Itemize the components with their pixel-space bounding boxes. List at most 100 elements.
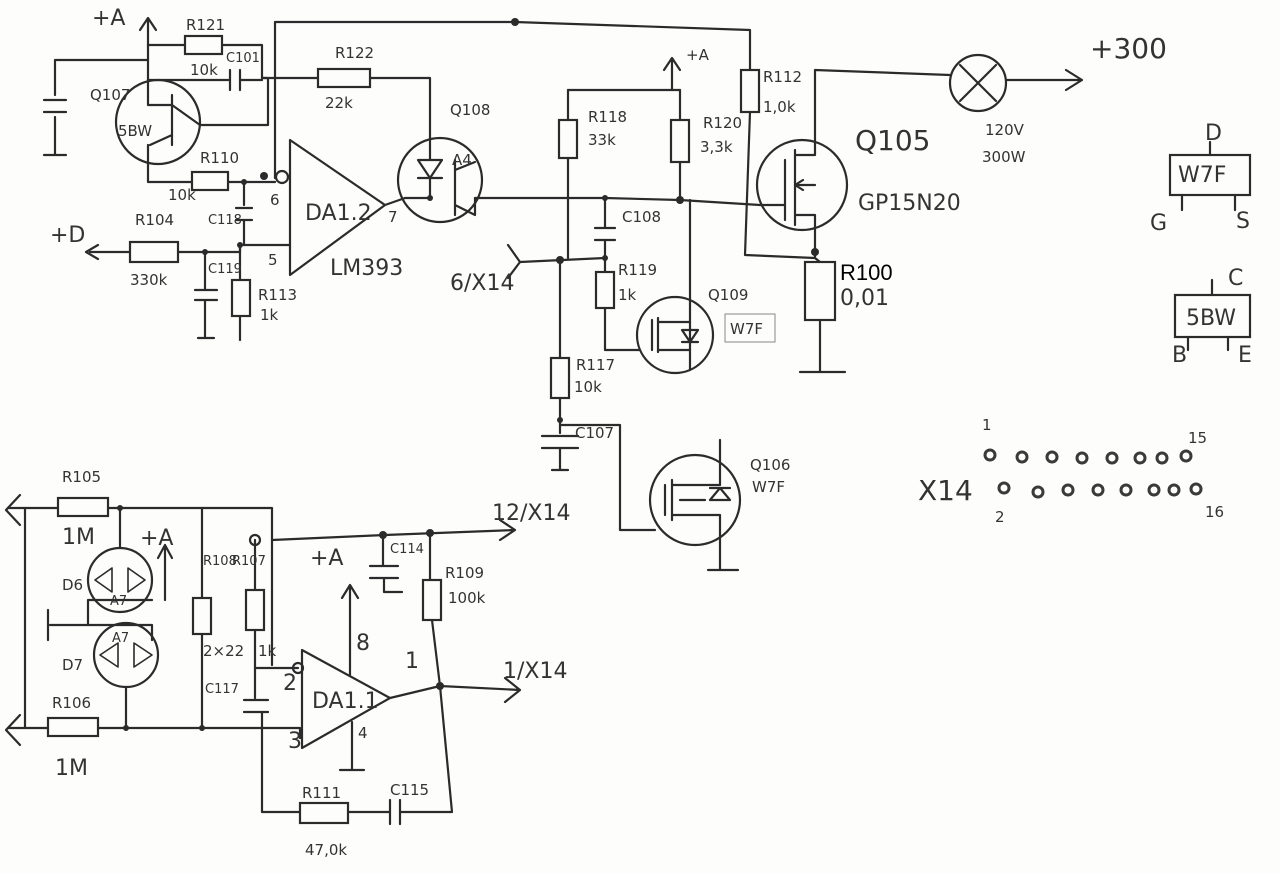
label-da12-type: LM393 (330, 256, 403, 281)
r110-resistor (190, 170, 230, 192)
label-plus-a-2: +A (686, 46, 710, 64)
label-r122-value: 22k (325, 94, 353, 112)
label-pin-6: 6 (270, 191, 280, 209)
label-q109: Q109 (708, 286, 748, 304)
label-q105-type: GP15N20 (858, 191, 961, 216)
da11-stage (4, 493, 522, 826)
q106-mosfet (648, 453, 742, 547)
label-q108: Q108 (450, 101, 490, 119)
r105-resistor (56, 496, 110, 518)
label-r121: R121 (186, 16, 225, 34)
label-r105-value: 1M (62, 525, 95, 550)
label-q107: Q107 (90, 86, 130, 104)
label-c118: C118 (208, 213, 242, 228)
label-x14-pin-1: 1/X14 (503, 659, 567, 684)
label-r110: R110 (200, 149, 239, 167)
q108-optocoupler (396, 136, 762, 224)
label-pkg-w7f: W7F (1178, 163, 1226, 188)
label-d6: D6 (62, 576, 83, 594)
label-r105: R105 (62, 468, 101, 486)
label-a7-bottom: A7 (112, 631, 129, 646)
label-x14: X14 (918, 474, 973, 507)
label-pkg-d: D (1205, 121, 1222, 146)
r121-resistor (183, 34, 224, 56)
label-da11: DA1.1 (312, 689, 379, 714)
label-r111: R111 (302, 784, 341, 802)
label-pkg-e: E (1238, 343, 1252, 368)
r113-resistor (230, 278, 252, 318)
label-q106: Q106 (750, 456, 790, 474)
label-r106: R106 (52, 694, 91, 712)
label-pin-1: 1 (405, 649, 419, 674)
r107-resistor (244, 588, 266, 632)
r109-resistor (421, 578, 443, 622)
q105-mosfet (755, 138, 849, 232)
label-r110-value: 10k (168, 186, 196, 204)
label-r108-value: 2×22 (203, 642, 244, 660)
label-r121-value: 10k (190, 61, 218, 79)
label-pkg-c: C (1228, 266, 1243, 291)
r104-resistor (128, 240, 180, 264)
label-c107: C107 (575, 424, 614, 442)
q107-transistor (114, 78, 202, 166)
label-plus-d: +D (50, 223, 85, 248)
r119-resistor (594, 270, 616, 310)
labels: +A R121 10k C101 Q107 5BW R110 10k R122 … (50, 6, 1252, 859)
label-q105: Q105 (855, 124, 930, 157)
x14-connector (983, 448, 1203, 499)
label-q108-code: A4 (452, 151, 472, 169)
r112-resistor (739, 68, 761, 114)
label-r100: R100 (840, 260, 893, 285)
label-pkg-s: S (1236, 209, 1250, 234)
label-x14-p1: 1 (982, 416, 992, 434)
label-c117: C117 (205, 682, 239, 697)
label-c108: C108 (622, 208, 661, 226)
label-pkg-5bw: 5BW (1186, 306, 1236, 331)
label-q109-code: W7F (730, 320, 763, 338)
label-pkg-g: G (1150, 211, 1167, 236)
label-plus-a: +A (92, 6, 125, 31)
label-r122: R122 (335, 44, 374, 62)
label-r100-value: 0,01 (840, 286, 889, 311)
label-pkg-b: B (1172, 343, 1187, 368)
r106-resistor (46, 716, 100, 738)
label-r104-value: 330k (130, 271, 168, 289)
label-r118-value: 33k (588, 131, 616, 149)
lamp (948, 53, 1008, 113)
label-r109: R109 (445, 564, 484, 582)
label-x14-pin-6: 6/X14 (450, 271, 514, 296)
r118-resistor (557, 118, 579, 160)
label-d7: D7 (62, 656, 83, 674)
label-r112-value: 1,0k (763, 98, 796, 116)
label-r113: R113 (258, 286, 297, 304)
label-r120: R120 (703, 114, 742, 132)
da12-opamp (288, 138, 387, 277)
label-pin-4: 4 (358, 724, 368, 742)
label-r120-value: 3,3k (700, 138, 733, 156)
label-r112: R112 (763, 68, 802, 86)
da11-opamp (300, 648, 392, 750)
label-r119-value: 1k (618, 286, 637, 304)
package-5bw (1173, 278, 1252, 352)
label-pin-5: 5 (268, 251, 278, 269)
label-r106-value: 1M (55, 756, 88, 781)
r100-resistor (803, 260, 837, 322)
label-x14-p15: 15 (1188, 429, 1207, 447)
q109-code-box (724, 313, 776, 343)
r117-resistor (549, 356, 571, 400)
r120-resistor (669, 118, 691, 164)
label-pin-8: 8 (356, 631, 370, 656)
label-r119: R119 (618, 261, 657, 279)
q107-stage (42, 16, 752, 342)
label-c119: C119 (208, 262, 242, 277)
label-r117-value: 10k (574, 378, 602, 396)
label-plus-300: +300 (1090, 32, 1167, 65)
label-r118: R118 (588, 108, 627, 126)
label-pin-2: 2 (283, 671, 297, 696)
r108-resistor (191, 596, 213, 636)
label-lamp-power: 300W (982, 148, 1026, 166)
label-r111-value: 47,0k (305, 841, 347, 859)
label-r104: R104 (135, 211, 174, 229)
label-r108: R108 (203, 554, 237, 569)
